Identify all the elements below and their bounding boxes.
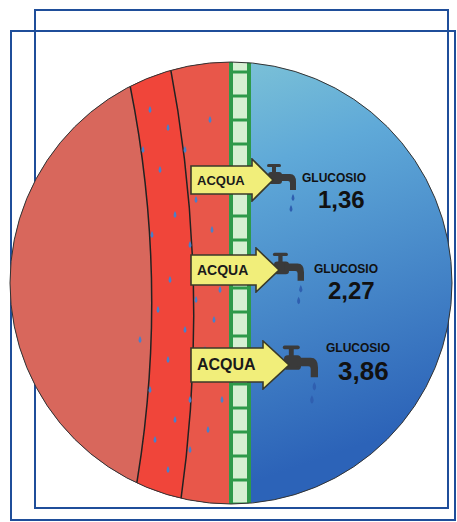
arrow-label: ACQUA <box>197 174 245 187</box>
water-drop <box>189 446 192 453</box>
concentration-number: 2,27 <box>328 279 375 303</box>
membrane-rung <box>231 455 249 458</box>
water-drop <box>149 386 152 393</box>
water-drop <box>189 241 192 248</box>
water-arrow: ACQUA <box>190 158 274 202</box>
solute-label: GLUCOSIO <box>326 342 390 354</box>
water-drop <box>167 124 170 131</box>
circle-outline <box>10 62 452 504</box>
water-drop <box>159 166 162 173</box>
arrow-outline <box>191 248 279 292</box>
water-drop <box>169 276 172 283</box>
membrane-rung <box>231 311 249 314</box>
water-drop <box>209 116 212 123</box>
membrane-rung <box>231 71 249 74</box>
vessel-band <box>120 40 194 520</box>
water-drop <box>151 231 154 238</box>
water-drop <box>184 326 187 333</box>
water-drop <box>195 196 198 203</box>
vessel-line <box>165 40 194 520</box>
membrane-rung <box>231 431 249 434</box>
water-drop <box>142 146 145 153</box>
water-drop <box>149 106 152 113</box>
water-drop <box>167 466 170 473</box>
water-drop <box>195 296 198 303</box>
membrane-rung <box>231 47 249 50</box>
faucet <box>283 346 318 404</box>
water-drop <box>207 426 210 433</box>
membrane-rung <box>231 239 249 242</box>
membrane-rung <box>231 479 249 482</box>
arrow-outline <box>191 159 273 201</box>
vessel-line <box>120 40 152 520</box>
membrane-rung <box>231 383 249 386</box>
water-arrow: ACQUA <box>190 340 290 390</box>
concentration-number: 3,86 <box>338 358 389 384</box>
faucet <box>267 164 296 212</box>
solute-label: GLUCOSIO <box>314 263 378 275</box>
concentration-number: 1,36 <box>318 188 365 212</box>
water-drop <box>213 316 216 323</box>
water-drop <box>157 306 160 313</box>
membrane-rung <box>231 143 249 146</box>
water-drop <box>167 356 170 363</box>
water-drop <box>219 286 222 293</box>
water-drop <box>189 396 192 403</box>
water-drop <box>174 211 177 218</box>
membrane-rung <box>231 119 249 122</box>
water-drop <box>174 416 177 423</box>
water-drop <box>154 436 157 443</box>
membrane-rung <box>231 335 249 338</box>
membrane-rung <box>231 407 249 410</box>
faucet <box>273 253 304 304</box>
arrow-label: ACQUA <box>197 263 248 277</box>
membrane-rung <box>231 215 249 218</box>
arrow-label: ACQUA <box>197 357 256 373</box>
water-drop <box>139 336 142 343</box>
membrane-rung <box>231 287 249 290</box>
water-drop <box>184 146 187 153</box>
water-drop <box>221 396 224 403</box>
membrane-rung <box>231 95 249 98</box>
water-arrow: ACQUA <box>190 247 280 293</box>
solute-label: GLUCOSIO <box>302 172 366 184</box>
arrow-outline <box>191 341 289 389</box>
water-drop <box>211 226 214 233</box>
